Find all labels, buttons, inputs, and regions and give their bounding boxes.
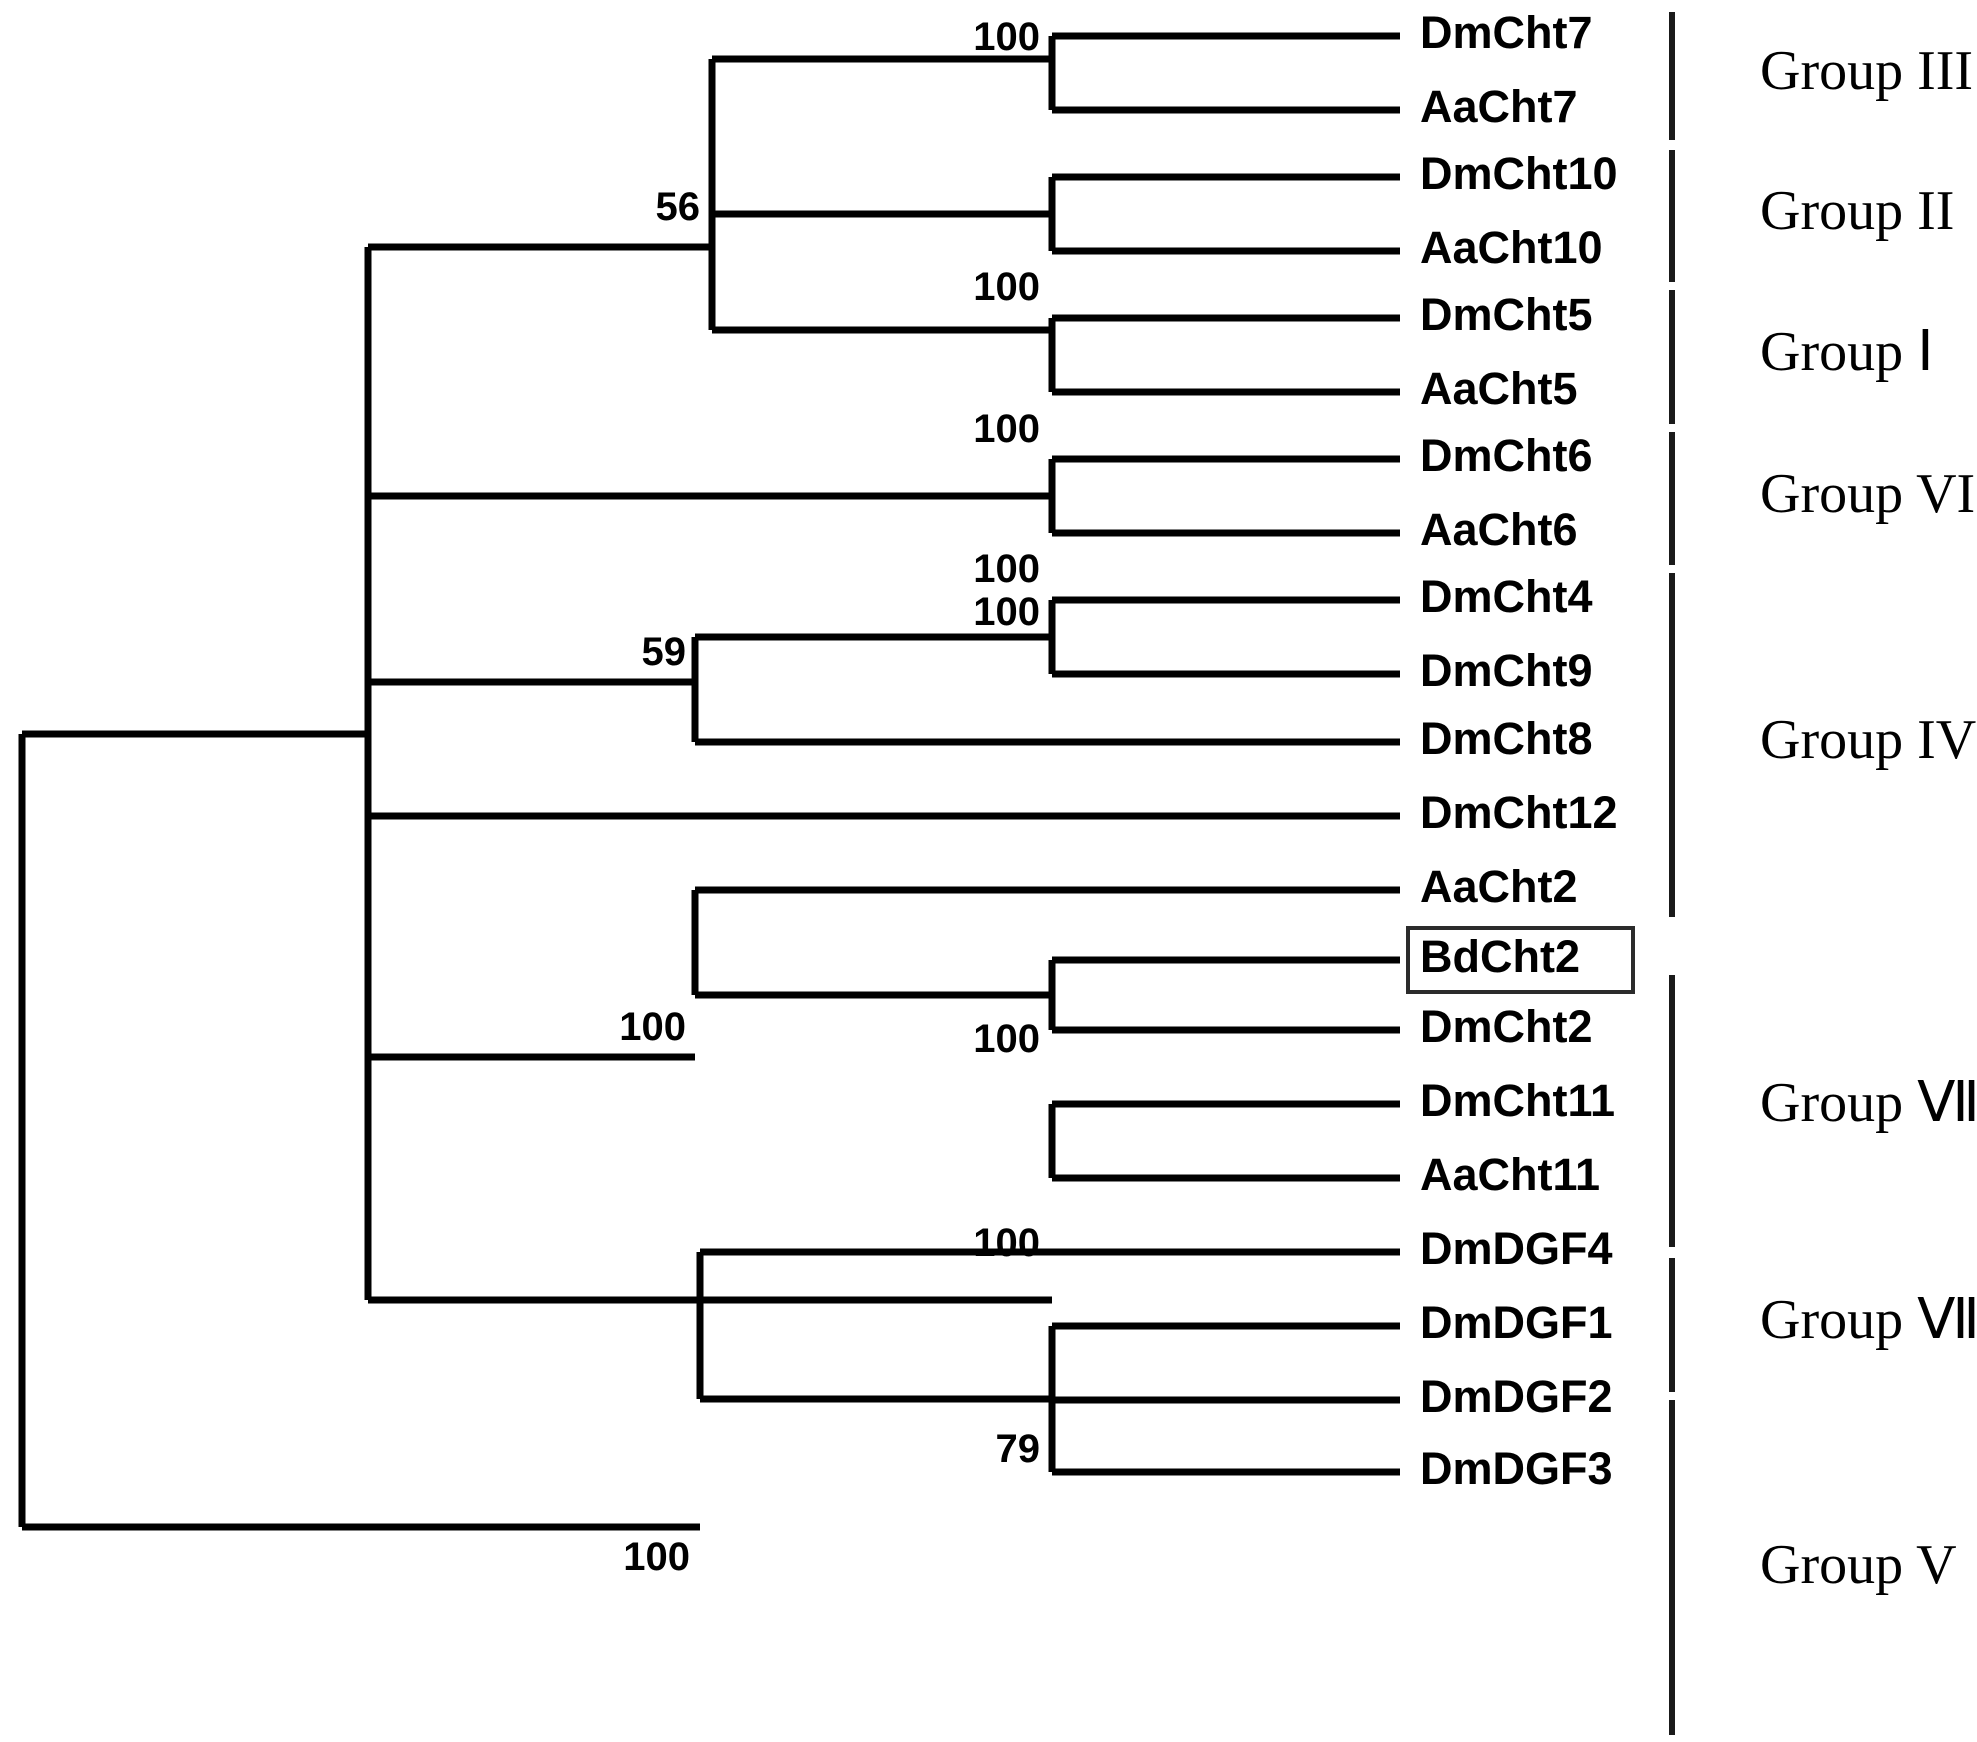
taxon-label[interactable]: DmDGF1	[1420, 1297, 1613, 1348]
bootstrap-value: 100	[973, 265, 1040, 309]
group-label-VI: Group VI	[1760, 463, 1975, 525]
taxon-label[interactable]: DmDGF3	[1420, 1443, 1613, 1494]
taxon-label-highlighted[interactable]: BdCht2	[1420, 931, 1580, 982]
bootstrap-value: 79	[996, 1427, 1041, 1471]
taxon-labels: DmCht7 AaCht7 DmCht10 AaCht10 DmCht5 AaC…	[1406, 7, 1635, 1494]
bootstrap-value: 100	[619, 1005, 686, 1049]
group-label-VIII: Group Ⅷ	[1760, 1289, 1977, 1351]
bootstrap-values: 100 56 100 100 100 100 59 100 100 100 10…	[619, 15, 1040, 1579]
group-labels: Group III Group II Group Ⅰ Group VI Grou…	[1760, 40, 1977, 1596]
taxon-label[interactable]: DmCht7	[1420, 7, 1593, 58]
taxon-label[interactable]: AaCht11	[1420, 1149, 1600, 1200]
tip-branches	[1052, 32, 1400, 1476]
bootstrap-value: 100	[973, 407, 1040, 451]
bootstrap-value: 100	[623, 1535, 690, 1579]
group-label-V: Group V	[1760, 1534, 1957, 1596]
group-label-VII: Group Ⅶ	[1760, 1072, 1977, 1134]
taxon-label[interactable]: DmCht9	[1420, 645, 1593, 696]
taxon-label[interactable]: AaCht6	[1420, 504, 1578, 555]
taxon-label[interactable]: DmCht12	[1420, 787, 1618, 838]
node-59-subtree	[691, 633, 1400, 746]
bootstrap-value: 100	[973, 1221, 1040, 1265]
group7-subtree	[691, 886, 1400, 999]
bootstrap-value: 59	[642, 630, 687, 674]
group-label-I: Group Ⅰ	[1760, 321, 1934, 383]
root-branches	[18, 730, 700, 1531]
taxon-label[interactable]: DmCht5	[1420, 289, 1593, 340]
node-56-subtree	[708, 55, 1052, 334]
bootstrap-value: 100	[973, 1017, 1040, 1061]
group5-dgf-subtree	[696, 1248, 1400, 1403]
taxon-label[interactable]: DmCht8	[1420, 713, 1593, 764]
taxon-label[interactable]: DmCht2	[1420, 1001, 1593, 1052]
taxon-label[interactable]: DmDGF2	[1420, 1371, 1613, 1422]
group-label-IV: Group IV	[1760, 709, 1976, 771]
chitinase-clade-spine	[364, 243, 1400, 1304]
taxon-label[interactable]: DmCht11	[1420, 1075, 1615, 1126]
highlighted-taxon-box	[1406, 926, 1635, 994]
taxon-label[interactable]: DmDGF4	[1420, 1223, 1613, 1274]
group-label-III: Group III	[1760, 40, 1973, 102]
taxon-label[interactable]: DmCht6	[1420, 430, 1593, 481]
taxon-label[interactable]: DmCht10	[1420, 148, 1618, 199]
bootstrap-value: 100	[973, 15, 1040, 59]
bootstrap-value: 56	[656, 185, 701, 229]
taxon-label[interactable]: AaCht10	[1420, 222, 1603, 273]
taxon-label[interactable]: AaCht7	[1420, 81, 1578, 132]
group-label-II: Group II	[1760, 180, 1954, 242]
bootstrap-value: 100	[973, 590, 1040, 634]
taxon-label[interactable]: AaCht5	[1420, 363, 1578, 414]
taxon-label[interactable]: DmCht4	[1420, 571, 1593, 622]
bootstrap-value: 100	[973, 547, 1040, 591]
taxon-label[interactable]: AaCht2	[1420, 861, 1578, 912]
